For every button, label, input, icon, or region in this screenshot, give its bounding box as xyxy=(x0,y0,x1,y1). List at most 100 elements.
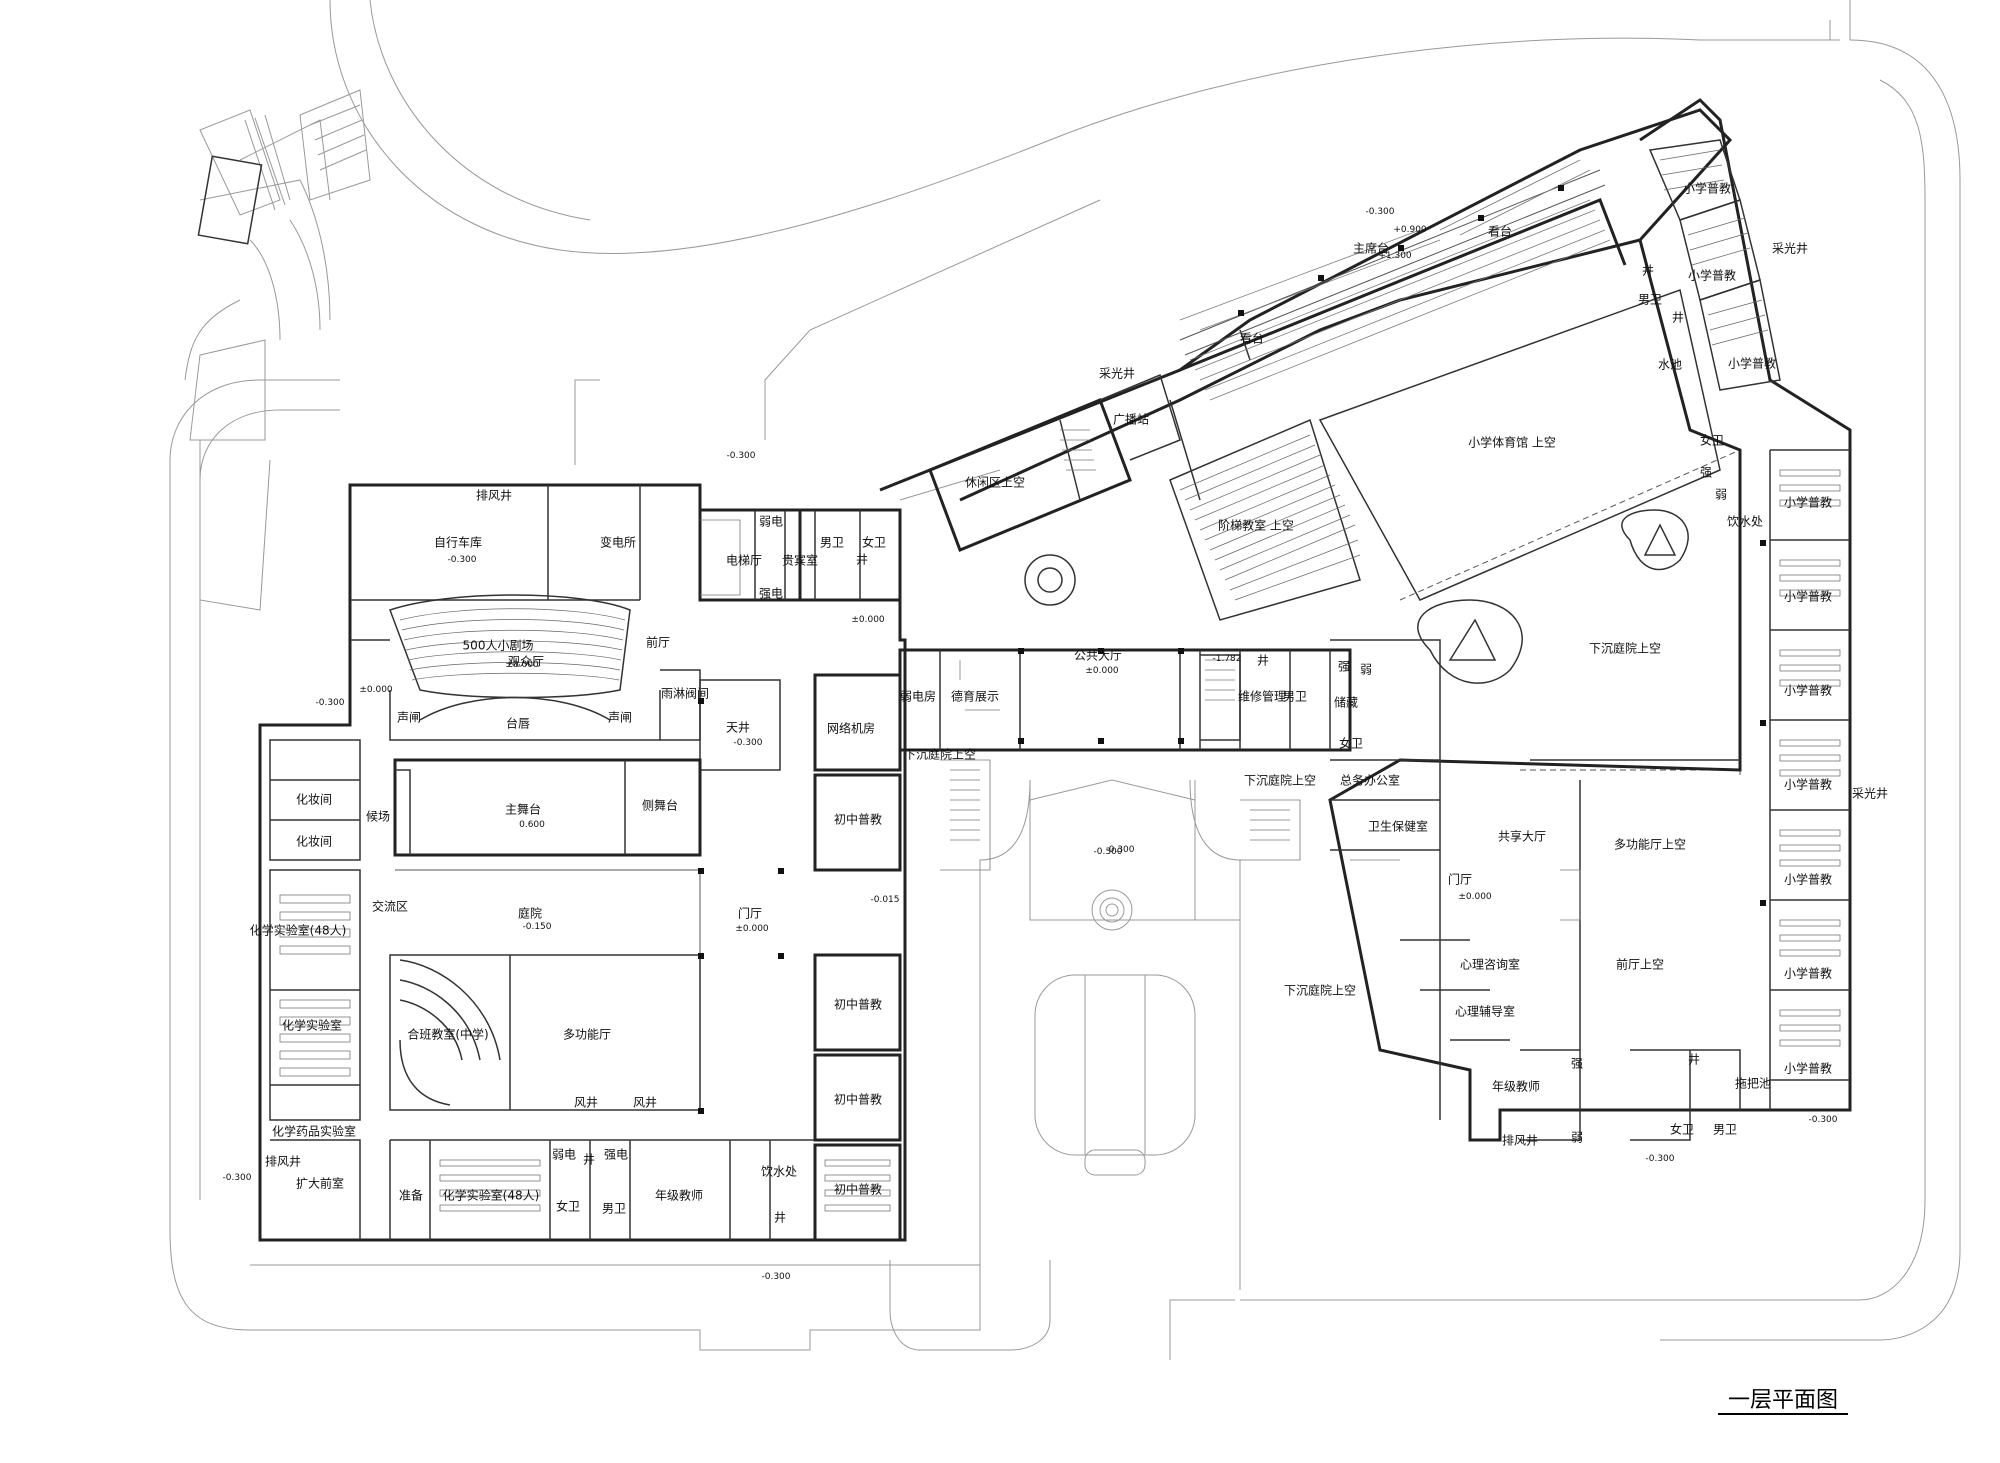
room-label: 小学普教 xyxy=(1784,872,1832,887)
room-label: 排风井 xyxy=(476,489,512,503)
room-label: 500人小剧场 xyxy=(463,639,534,653)
level-marker: -0.300 xyxy=(1365,207,1394,217)
room-label: 小学普教 xyxy=(1683,181,1731,196)
room-label: 门厅 xyxy=(1448,872,1472,887)
room-label: 扩大前室 xyxy=(296,1176,344,1191)
room-label: 多功能厅 xyxy=(563,1028,611,1042)
room-label: 交流区 xyxy=(372,899,408,914)
room-label: 女卫 xyxy=(1339,736,1363,751)
room-label: 德育展示 xyxy=(951,689,999,704)
room-label: 采光井 xyxy=(1772,242,1808,256)
level-markers: -0.300 -0.300 ±0.000 ±0.000 -0.300 -0.30… xyxy=(222,207,1837,1282)
room-label: 风井 xyxy=(633,1096,657,1110)
room-label: 心理辅导室 xyxy=(1455,1004,1515,1019)
level-marker: -0.300 xyxy=(1105,845,1134,855)
room-label: 储藏 xyxy=(1334,695,1358,710)
room-label: 公共大厅 xyxy=(1074,649,1122,663)
room-label: 多功能厅上空 xyxy=(1614,838,1686,852)
room-label: 卫生保健室 xyxy=(1368,819,1428,834)
room-label: 小学普教 xyxy=(1784,1061,1832,1076)
room-label: 井 xyxy=(1257,654,1269,668)
level-marker: 0.600 xyxy=(519,820,545,830)
room-label: 弱电 xyxy=(552,1148,576,1162)
room-label: 井 xyxy=(1688,1053,1700,1067)
room-label: 主席台 xyxy=(1353,241,1389,256)
level-marker: ±0.000 xyxy=(1085,666,1119,676)
room-label: 弱电 xyxy=(759,515,783,529)
room-label: 强电 xyxy=(759,587,783,601)
site-lines xyxy=(169,0,1961,1360)
room-label: 初中普教 xyxy=(834,812,882,827)
level-marker: -0.300 xyxy=(222,1173,251,1183)
left-wing xyxy=(258,483,907,1242)
room-label: 井 xyxy=(1672,311,1684,325)
level-marker: -0.300 xyxy=(1645,1154,1674,1164)
drawing-title-text: 一层平面图 xyxy=(1728,1388,1838,1413)
room-label: 贵宾室 xyxy=(782,553,818,568)
room-label: 阶梯教室 上空 xyxy=(1218,518,1294,533)
level-marker: +1.300 xyxy=(1378,251,1412,261)
room-label: 看台 xyxy=(1240,331,1264,346)
level-marker: -1.782 xyxy=(1212,654,1241,664)
room-label: 化学实验室(48人) xyxy=(250,923,347,938)
room-label: 观众厅 xyxy=(508,655,544,669)
room-label: 男卫 xyxy=(602,1202,626,1216)
room-label: 强 xyxy=(1571,1057,1583,1071)
level-marker: -0.300 xyxy=(726,451,755,461)
room-label: 弱 xyxy=(1571,1131,1583,1145)
room-label: 井 xyxy=(583,1153,595,1167)
room-label: 小学普教 xyxy=(1784,683,1832,698)
room-label: 电梯厅 xyxy=(726,554,762,568)
room-label: 井 xyxy=(774,1211,786,1225)
room-label: 化妆间 xyxy=(296,835,332,849)
room-label: 年级教师 xyxy=(1492,1079,1540,1094)
room-label: 庭院 xyxy=(518,906,542,921)
columns xyxy=(698,185,1766,1114)
room-label: 强 xyxy=(1338,660,1350,674)
room-label: 女卫 xyxy=(1670,1122,1694,1137)
level-marker: ±0.000 xyxy=(1458,892,1492,902)
room-label: 女卫 xyxy=(1700,433,1724,448)
room-label: 采光井 xyxy=(1852,787,1888,801)
room-label: 下沉庭院上空 xyxy=(1589,641,1661,656)
room-label: 排风井 xyxy=(1502,1134,1538,1148)
room-label: 心理咨询室 xyxy=(1460,957,1520,972)
center-wing xyxy=(898,554,1352,871)
room-label: 网络机房 xyxy=(827,721,875,736)
room-label: 共享大厅 xyxy=(1498,829,1546,844)
room-label: 男卫 xyxy=(1283,690,1307,704)
room-label: 井 xyxy=(1642,264,1654,278)
room-label: 下沉庭院上空 xyxy=(1244,773,1316,788)
room-label: 初中普教 xyxy=(834,997,882,1012)
room-label: 女卫 xyxy=(556,1199,580,1214)
room-label: 排风井 xyxy=(265,1155,301,1169)
room-label: 自行车库 xyxy=(434,535,482,550)
room-label: 化学药品实验室 xyxy=(272,1124,356,1139)
level-marker: -0.300 xyxy=(1808,1115,1837,1125)
room-label: 主舞台 xyxy=(505,802,541,817)
east-wing xyxy=(1328,98,1852,1142)
room-label: 总务办公室 xyxy=(1340,773,1400,788)
room-label: 天井 xyxy=(726,721,750,735)
room-label: 候场 xyxy=(366,810,390,824)
level-marker: -0.015 xyxy=(870,895,899,905)
level-marker: -0.300 xyxy=(1093,847,1122,857)
room-label: 井 xyxy=(856,553,868,567)
room-label: 饮水处 xyxy=(761,1165,797,1179)
room-label: 变电所 xyxy=(600,535,636,550)
level-marker: ±0.000 xyxy=(505,660,539,670)
room-label: 采光井 xyxy=(1099,367,1135,381)
drawing-title: 一层平面图 xyxy=(1718,1388,1848,1415)
room-label: 广播站 xyxy=(1113,413,1149,427)
room-label: 年级教师 xyxy=(655,1188,703,1203)
room-label: 饮水处 xyxy=(1727,515,1763,529)
level-marker: ±0.000 xyxy=(359,685,393,695)
room-label: 化妆间 xyxy=(296,793,332,807)
room-label: 小学普教 xyxy=(1784,777,1832,792)
room-label: 雨淋阀间 xyxy=(661,687,709,701)
level-marker: ±0.000 xyxy=(851,615,885,625)
room-label: 前厅上空 xyxy=(1616,957,1664,972)
room-label: 拖把池 xyxy=(1735,1077,1771,1091)
room-label: 看台 xyxy=(1488,224,1512,239)
level-marker: -0.150 xyxy=(522,922,551,932)
